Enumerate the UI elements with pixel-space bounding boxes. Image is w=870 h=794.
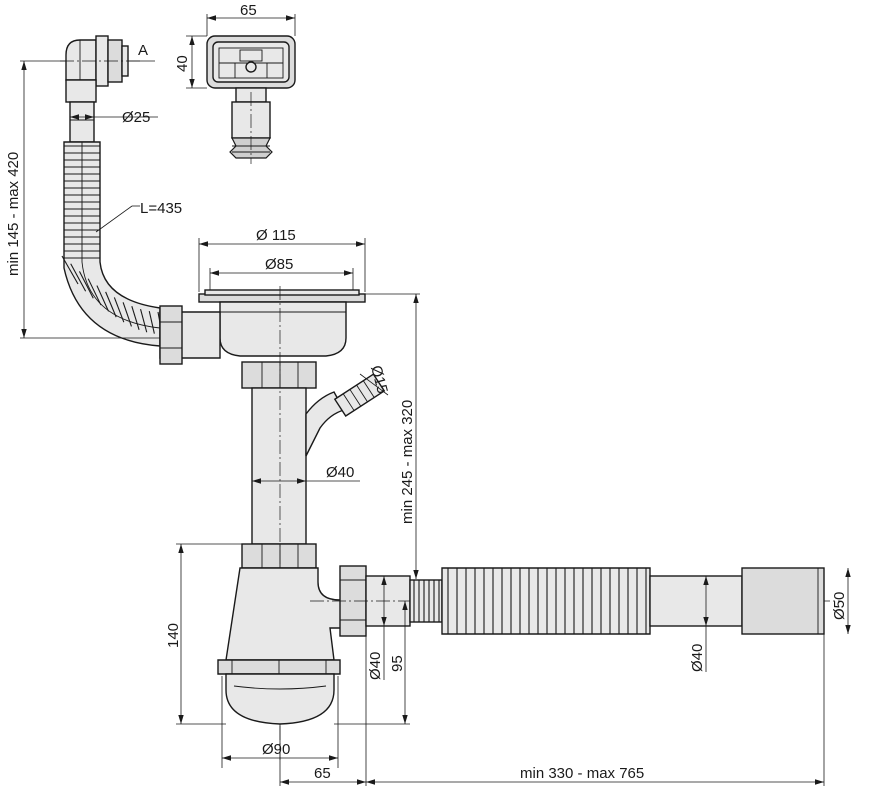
drop-height-dimension: min 245 - max 320 (365, 293, 420, 579)
overflow-height-range-label: min 145 - max 420 (5, 152, 22, 276)
outlet-offset-label: 65 (314, 765, 331, 782)
overflow-hose-rib (87, 278, 102, 306)
outlet-hose: Ø40 Ø50 (409, 567, 851, 672)
overflow-hose-rib (105, 291, 117, 318)
trap-height-label: 140 (165, 623, 182, 648)
mark-a: A (138, 42, 148, 59)
sink-strainer: Ø 115 Ø85 (159, 227, 366, 365)
outlet-length-range-label: min 330 - max 765 (520, 765, 644, 782)
hose-diameter-label: Ø40 (689, 644, 706, 672)
overflow-hose-rib (131, 306, 140, 331)
overflow-height-dimension: min 145 - max 420 (5, 60, 160, 339)
trap-outlet-height-label: 95 (389, 655, 406, 672)
overflow-hose-rib (96, 285, 110, 312)
overflow-hose-rib (140, 309, 148, 333)
drop-height-range-label: min 245 - max 320 (399, 400, 416, 524)
bottom-dimensions: 65 min 330 - max 765 (279, 634, 825, 786)
strainer-outer-diameter-label: Ø 115 (256, 227, 296, 244)
overflow-head: A (60, 35, 155, 87)
overflow-pipe-diameter-label: Ø25 (122, 109, 150, 126)
drain-column: Ø40 (241, 286, 360, 760)
overflow-width-label: 65 (240, 2, 257, 19)
overflow-hose-rib (70, 263, 87, 292)
overflow-hose-length-label: L=435 (140, 200, 182, 217)
overflow-height-label: 40 (174, 55, 191, 72)
trap-outlet-diameter-label: Ø40 (367, 652, 384, 680)
end-diameter-label: Ø50 (831, 592, 848, 620)
overflow-hose-rib (122, 302, 132, 327)
overflow-hose-rib (78, 271, 94, 299)
bottle-trap: 140 Ø90 Ø40 95 (165, 543, 840, 768)
dishwasher-branch: Ø15 (305, 364, 391, 457)
branch-diameter-label: Ø15 (367, 364, 391, 396)
column-diameter-label: Ø40 (326, 464, 354, 481)
overflow-hose-rib (61, 255, 79, 285)
trap-diameter-label: Ø90 (262, 741, 290, 758)
overflow-front-view: 65 40 (174, 2, 296, 164)
overflow-pipe: Ø25 (65, 79, 158, 143)
overflow-hose-rib (148, 310, 155, 334)
strainer-inner-diameter-label: Ø85 (265, 256, 293, 273)
